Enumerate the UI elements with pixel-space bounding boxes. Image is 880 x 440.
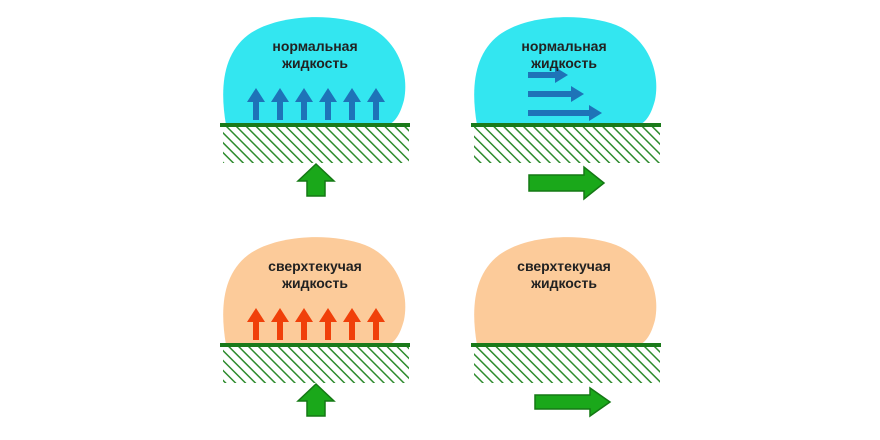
surface-line bbox=[471, 123, 661, 127]
surface-line bbox=[471, 343, 661, 347]
normal-fluid-shear-arrows bbox=[528, 67, 602, 121]
label-line-1: сверхтекучая bbox=[517, 258, 611, 274]
right-arrow-icon bbox=[528, 105, 602, 121]
label-line-2: жидкость bbox=[282, 55, 348, 71]
up-arrow-icon bbox=[247, 308, 265, 340]
right-push-arrow-icon bbox=[534, 386, 612, 418]
up-arrow-icon bbox=[367, 308, 385, 340]
hatched-plate bbox=[474, 126, 660, 163]
up-arrow-icon bbox=[271, 88, 289, 120]
normal-fluid-blob bbox=[474, 17, 657, 125]
up-push-arrow-icon bbox=[296, 162, 336, 197]
up-arrow-icon bbox=[319, 308, 337, 340]
up-push-arrow-icon bbox=[296, 382, 336, 417]
label-line-1: нормальная bbox=[521, 38, 607, 54]
up-arrow-icon bbox=[343, 88, 361, 120]
up-arrow-icon bbox=[319, 88, 337, 120]
up-arrow-icon bbox=[247, 88, 265, 120]
superfluid-blob bbox=[223, 237, 406, 345]
label-line-1: сверхтекучая bbox=[268, 258, 362, 274]
label-line-2: жидкость bbox=[531, 275, 597, 291]
label-top-left: нормальная жидкость bbox=[240, 38, 390, 72]
superfluid-blob bbox=[474, 237, 657, 345]
label-line-2: жидкость bbox=[531, 55, 597, 71]
right-push-arrow-icon bbox=[528, 165, 606, 201]
up-arrow-icon bbox=[271, 308, 289, 340]
hatched-plate bbox=[223, 346, 409, 383]
up-arrow-icon bbox=[343, 308, 361, 340]
superfluid-up-arrows bbox=[247, 308, 385, 340]
label-bottom-left: сверхтекучая жидкость bbox=[240, 258, 390, 292]
up-arrow-icon bbox=[295, 308, 313, 340]
label-bottom-right: сверхтекучая жидкость bbox=[489, 258, 639, 292]
up-arrow-icon bbox=[295, 88, 313, 120]
panel-bottom-left bbox=[220, 237, 410, 417]
panel-top-right bbox=[471, 17, 661, 201]
label-line-1: нормальная bbox=[272, 38, 358, 54]
label-top-right: нормальная жидкость bbox=[489, 38, 639, 72]
normal-fluid-up-arrows bbox=[247, 88, 385, 120]
label-line-2: жидкость bbox=[282, 275, 348, 291]
right-arrow-icon bbox=[528, 86, 584, 102]
right-arrow-icon bbox=[528, 67, 568, 83]
normal-fluid-blob bbox=[223, 17, 406, 125]
hatched-plate bbox=[223, 126, 409, 163]
surface-line bbox=[220, 343, 410, 347]
up-arrow-icon bbox=[367, 88, 385, 120]
panel-top-left bbox=[220, 17, 410, 197]
panel-bottom-right bbox=[471, 237, 661, 418]
surface-line bbox=[220, 123, 410, 127]
hatched-plate bbox=[474, 346, 660, 383]
